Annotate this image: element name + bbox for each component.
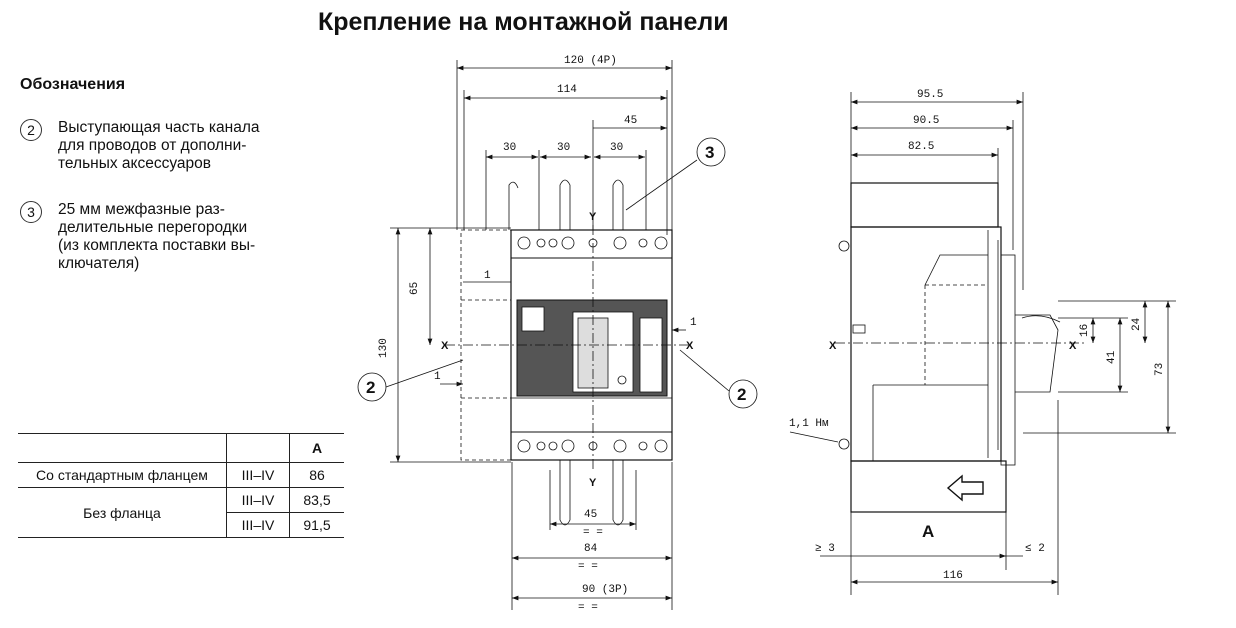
dimension-table: A Со стандартным фланцем III–IV 86 Без ф…	[18, 433, 344, 538]
dim-120: 120 (4P)	[564, 55, 617, 67]
legend-text: Выступающая часть канала для проводов от…	[58, 119, 318, 173]
dim-equal-mark: = =	[578, 602, 598, 614]
table-header-a: A	[289, 433, 344, 463]
legend-line: тельных аксессуаров	[58, 155, 212, 172]
side-view-drawing: 95.5 90.5 82.5 16 41 24 73 1,1 Нм ≥ 3 ≤ …	[789, 89, 1176, 595]
callout-2-left: 2	[366, 378, 375, 397]
dim-90-5: 90.5	[913, 115, 939, 127]
table-cell-value: 83,5	[289, 487, 344, 513]
dim-82-5: 82.5	[908, 141, 934, 153]
table-cell-label: Без фланца	[18, 487, 227, 538]
dim-73: 73	[1154, 363, 1166, 376]
dim-30-a: 30	[503, 142, 516, 154]
table-cell-value: 86	[289, 462, 344, 488]
dim-16: 16	[1079, 324, 1091, 337]
axis-y-top: Y	[589, 211, 597, 223]
dim-equal-mark: = =	[578, 561, 598, 573]
torque-label: 1,1 Нм	[789, 418, 829, 430]
legend-line: (из комплекта поставки вы-	[58, 237, 256, 254]
legend-number-badge: 3	[20, 201, 42, 223]
legend-line: делительные перегородки	[58, 219, 248, 236]
dim-84: 84	[584, 543, 598, 555]
page-title: Крепление на монтажной панели	[318, 8, 729, 36]
legend-line: 25 мм межфазные раз-	[58, 201, 225, 218]
table-cell-size: III–IV	[226, 462, 290, 488]
front-view-drawing: 120 (4P) 114 45 30 30 30 65 130 1 1 1 45…	[357, 55, 758, 614]
callout-2-right: 2	[737, 385, 746, 404]
dim-41: 41	[1106, 350, 1118, 364]
dim-65: 65	[409, 282, 421, 295]
legend-line: для проводов от дополни-	[58, 137, 247, 154]
dim-le-2: ≤ 2	[1025, 543, 1045, 555]
dim-equal-mark: = =	[583, 527, 603, 539]
dim-45-bottom: 45	[584, 509, 597, 521]
dim-1-b: 1	[690, 317, 697, 329]
axis-x-left: X	[441, 340, 449, 352]
axis-x-left: X	[829, 340, 837, 352]
table-row: III–IV 91,5	[18, 512, 344, 538]
legend-heading: Обозначения	[20, 76, 126, 93]
table-row: Без фланца III–IV 83,5	[18, 487, 344, 538]
legend-line: Выступающая часть канала	[58, 119, 260, 136]
dim-a: A	[922, 522, 934, 541]
table-cell-size: III–IV	[226, 487, 290, 513]
dim-30-c: 30	[610, 142, 623, 154]
dim-24: 24	[1131, 317, 1143, 331]
dim-130: 130	[378, 338, 390, 358]
axis-x-right: X	[686, 340, 694, 352]
axis-x-right: X	[1069, 340, 1077, 352]
table-cell-size: III–IV	[226, 512, 290, 538]
dim-114: 114	[557, 84, 577, 96]
table-header-row: A	[18, 433, 344, 463]
dim-45-top: 45	[624, 115, 637, 127]
axis-y-bottom: Y	[589, 477, 597, 489]
dim-1-c: 1	[434, 371, 441, 383]
dim-116: 116	[943, 570, 963, 582]
legend-text: 25 мм межфазные раз- делительные перегор…	[58, 201, 318, 273]
legend-line: ключателя)	[58, 255, 140, 272]
dim-90: 90 (3P)	[582, 584, 628, 596]
dim-30-b: 30	[557, 142, 570, 154]
table-cell-value: 91,5	[289, 512, 344, 538]
dim-95-5: 95.5	[917, 89, 943, 101]
dim-ge-3: ≥ 3	[815, 543, 835, 555]
table-row: Со стандартным фланцем III–IV 86	[18, 462, 344, 488]
table-cell-label: Со стандартным фланцем	[18, 462, 227, 488]
callout-3: 3	[705, 143, 714, 162]
legend-number-badge: 2	[20, 119, 42, 141]
dim-1-a: 1	[484, 270, 491, 282]
